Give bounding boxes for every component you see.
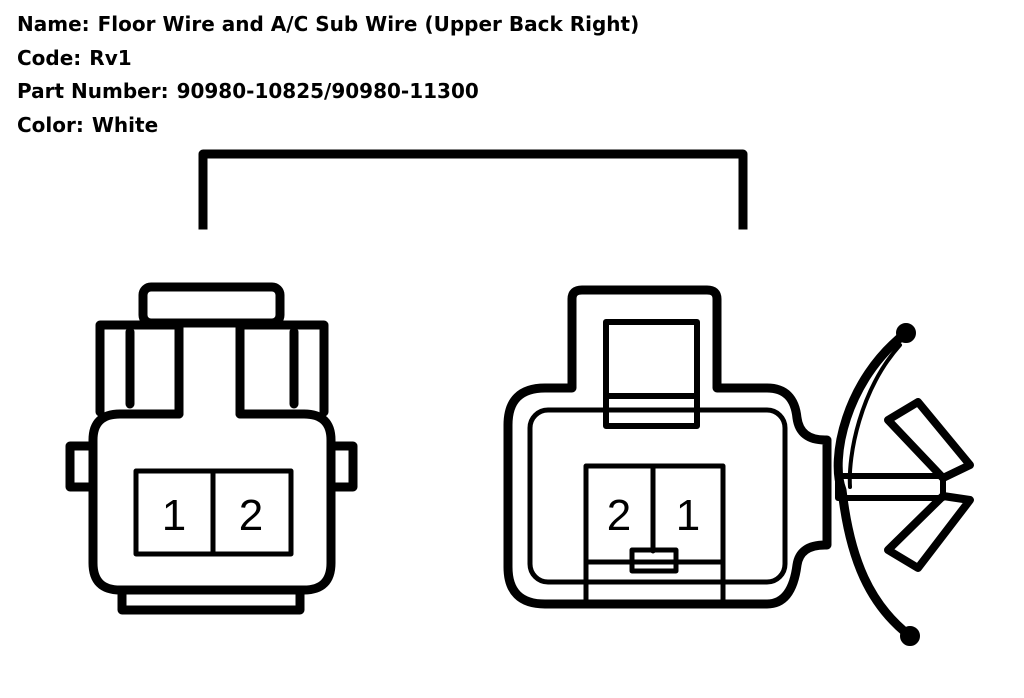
left-side-ear-left [65,441,98,492]
clip-stem [835,473,946,501]
name-value: Floor Wire and A/C Sub Wire (Upper Back … [97,12,640,36]
clip-barb-upper [884,398,974,482]
right-pin-label-2: 2 [607,491,631,540]
right-latch-window [603,319,700,399]
mating-bracket [198,149,748,230]
part-number-label: Part Number: [17,79,169,103]
clip-flex-arm [833,328,915,641]
left-bottom-rail [117,585,305,615]
right-housing-body [503,285,832,609]
part-number-value: 90980-10825/90980-11300 [176,79,479,103]
code-row: Code: Rv1 [17,42,639,76]
color-value: White [91,112,159,137]
clip-flex-arm-inner [847,343,902,489]
left-pin-label-1: 1 [162,491,186,540]
left-outer-wall [95,320,184,419]
code-label: Code: [17,45,82,70]
color-label: Color: [17,112,84,137]
part-number-row: Part Number: 90980-10825/90980-11300 [17,75,639,109]
name-label: Name: [17,12,90,36]
left-housing-body [88,409,336,595]
left-pin-label-2: 2 [239,491,263,540]
color-row: Color: White [17,109,639,143]
right-outer-wall [235,320,329,419]
connector-info-block: Name: Floor Wire and A/C Sub Wire (Upper … [17,8,639,142]
right-lock-tab [629,547,679,574]
left-connector: 1 2 [65,282,358,615]
right-latch-lock [603,393,700,429]
code-value: Rv1 [89,45,132,70]
clip-barb-lower [884,492,974,572]
clip-arm-end-bottom [900,626,920,646]
right-connector: 2 1 [503,285,974,646]
left-side-ear-right [326,441,358,492]
clip-arm-end-top [896,323,916,343]
name-row: Name: Floor Wire and A/C Sub Wire (Upper … [17,8,639,42]
right-inner-outline [527,407,788,585]
right-pin-label-1: 1 [676,491,700,540]
left-latch-bar [138,282,285,328]
